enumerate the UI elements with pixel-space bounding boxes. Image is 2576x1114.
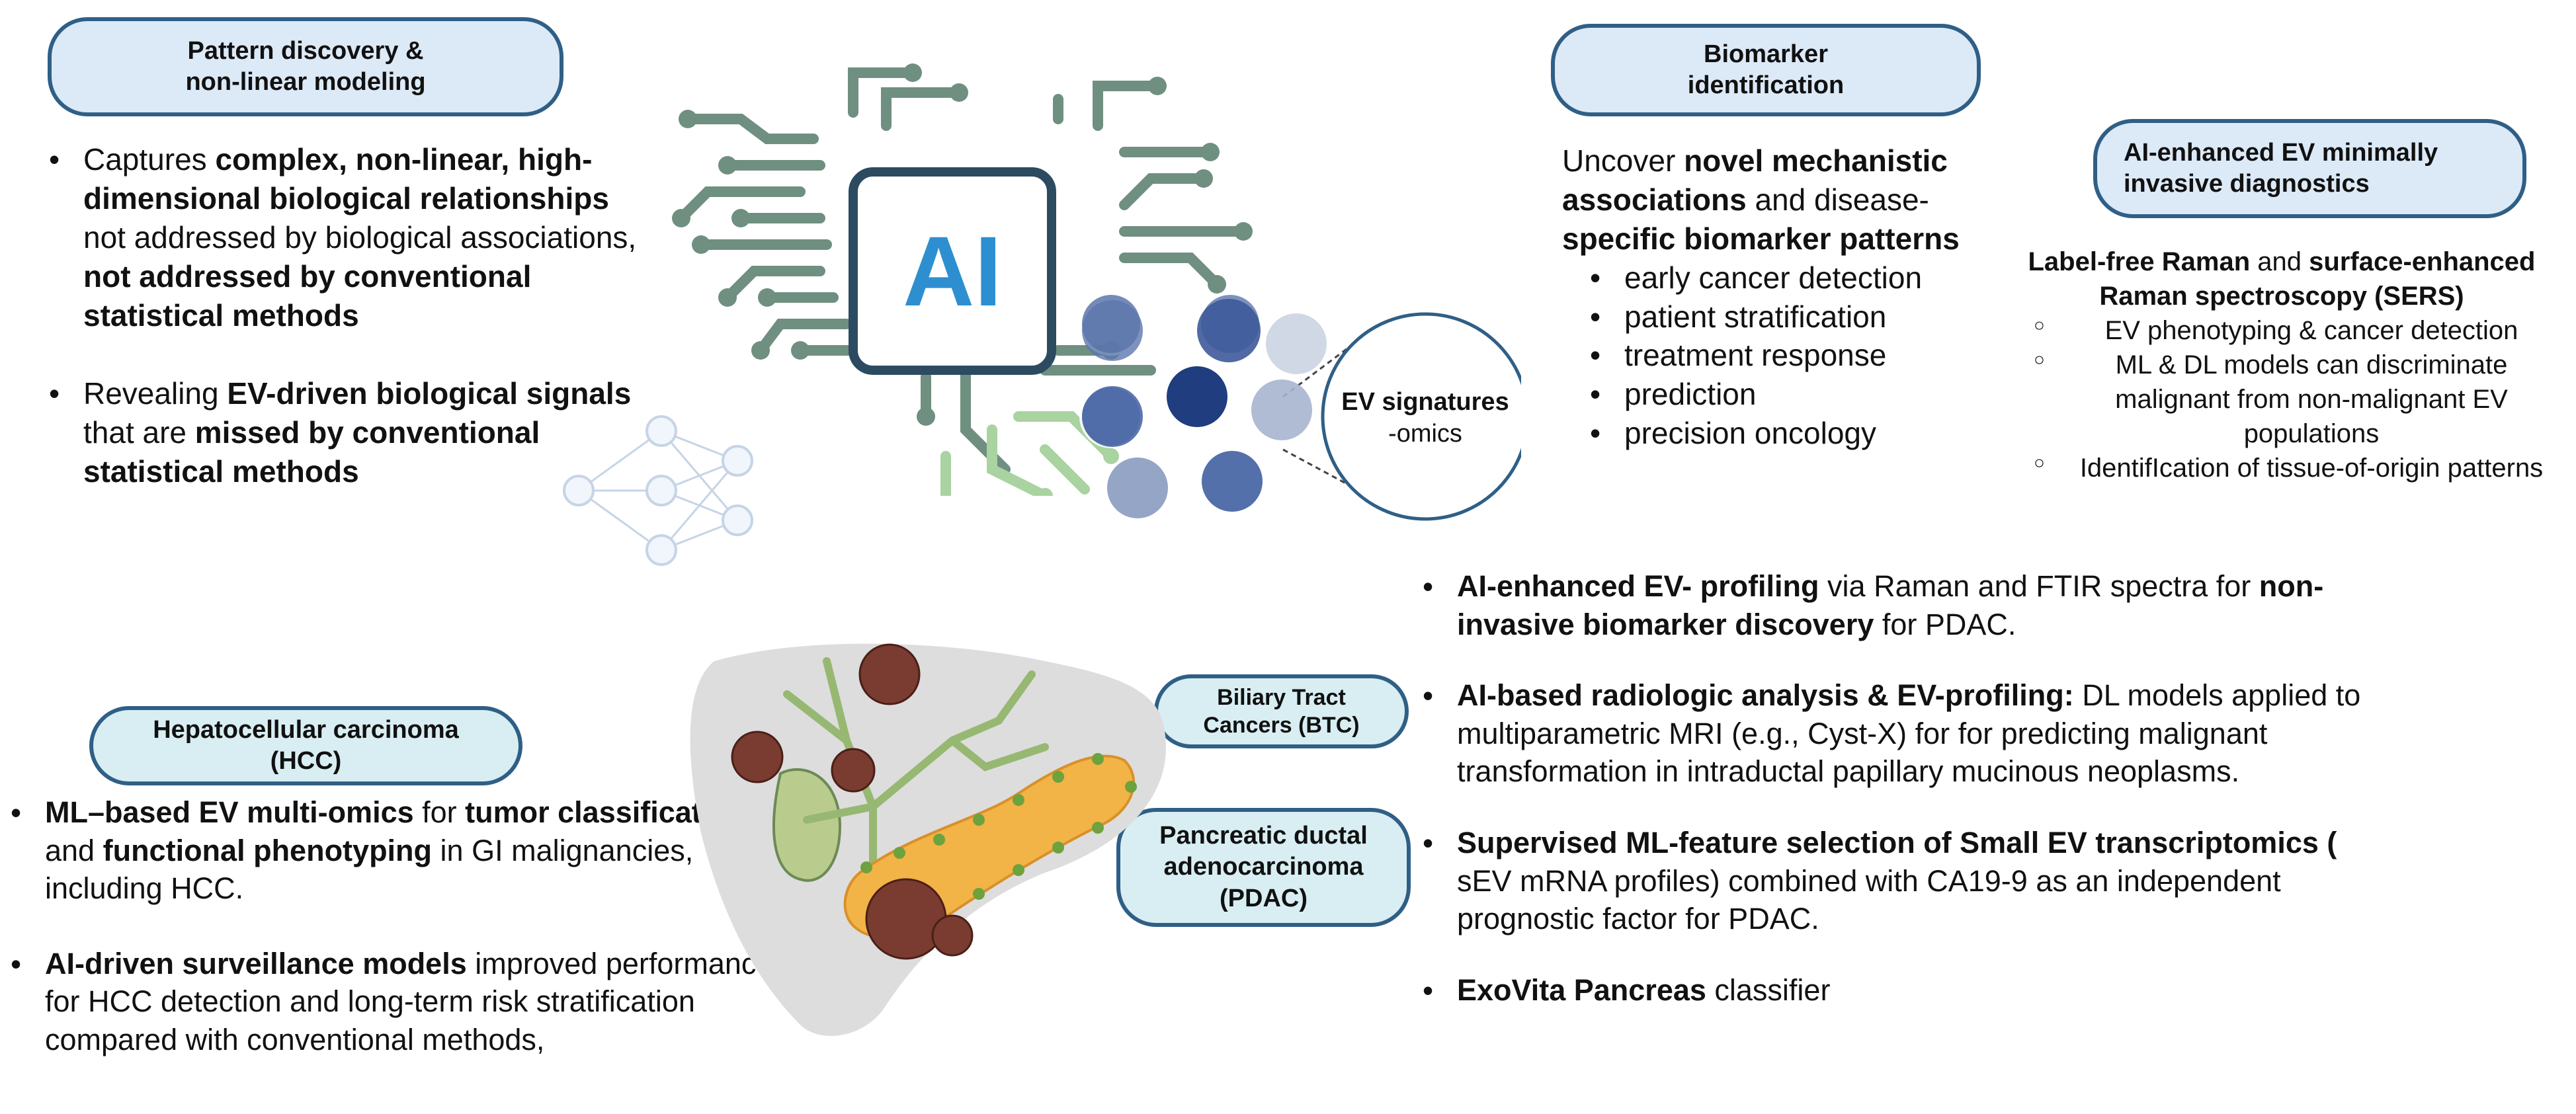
biomarker-description: Uncover novel mechanistic associations a… [1562, 141, 2012, 453]
ev-spheres: EV signatures -omics [1082, 299, 1521, 521]
ev-signatures-circle [1321, 312, 1521, 521]
text: improved performance for HCC detection a… [45, 946, 773, 1056]
text: Revealing [83, 376, 228, 411]
text: for PDAC. [1874, 607, 2016, 641]
bold-text: not addressed by conventional statistica… [83, 259, 532, 333]
text: that are [83, 415, 195, 450]
bold-text: ML–based EV multi-omics [45, 795, 414, 829]
hcc-list: ML–based EV multi-omics for tumor classi… [7, 793, 787, 1059]
text: and [45, 833, 103, 867]
raman-list-item: EV phenotyping & cancer detection [2034, 313, 2556, 348]
tumor-2 [731, 731, 784, 783]
text: and disease- [1746, 182, 1929, 217]
tumor-4 [865, 878, 947, 960]
biomarker-list-item: patient stratification [1586, 298, 2012, 337]
bold-text: surface-enhanced Raman spectroscopy (SER… [2099, 247, 2536, 311]
pattern-list-item: Revealing EV-driven biological signals t… [45, 374, 640, 491]
raman-list-item: IdentifIcation of tissue-of-origin patte… [2034, 451, 2556, 485]
biomarker-list-item: early cancer detection [1586, 259, 2012, 298]
ev-signatures-title: EV signatures [1341, 388, 1509, 416]
pdac-list-item: Supervised ML-feature selection of Small… [1419, 824, 2371, 938]
pdac-list-item: AI-enhanced EV- profiling via Raman and … [1419, 567, 2371, 643]
pattern-list-item: Captures complex, non-linear, high-dimen… [45, 140, 640, 335]
liver-pancreas-illustration [690, 643, 1167, 1036]
raman-list-item: ML & DL models can discriminate malignan… [2034, 348, 2556, 451]
biomarker-list-item: prediction [1586, 375, 2012, 414]
text: not addressed by biological associations… [83, 219, 637, 255]
bold-text: missed by conventional statistical metho… [83, 415, 540, 489]
bold-text: novel mechanistic associations [1562, 143, 1948, 217]
bold-text: AI-based radiologic analysis & EV-profil… [1457, 678, 2074, 713]
text: in GI malignancies, including HCC. [45, 833, 694, 906]
text: for [413, 795, 466, 829]
bold-text: Label-free Raman [2028, 247, 2251, 276]
ai-chip [849, 167, 1056, 375]
bold-text: complex, non-linear, high-dimensional bi… [83, 142, 609, 216]
pdac-list-item: ExoVita Pancreas classifier [1419, 971, 2371, 1010]
text: classifier [1706, 973, 1831, 1007]
text: via Raman and FTIR spectra for [1819, 569, 2259, 603]
ai-chip-label: AI [903, 216, 1002, 327]
tumor-1 [858, 643, 921, 705]
neural-network-icon [563, 415, 753, 566]
hcc-list-item: ML–based EV multi-omics for tumor classi… [7, 793, 787, 908]
hcc-list-item: AI-driven surveillance models improved p… [7, 945, 787, 1059]
tumor-5 [931, 914, 974, 957]
text: sEV mRNA profiles) combined with CA19-9 … [1457, 863, 2281, 936]
ev-signatures-sub: -omics [1388, 420, 1462, 448]
bold-text: ExoVita Pancreas [1457, 973, 1706, 1007]
tumor-3 [831, 748, 876, 793]
text: Captures [83, 142, 216, 177]
text: and [2250, 247, 2309, 276]
bold-text: AI-enhanced EV- profiling [1457, 569, 1819, 603]
raman-description: Label-free Raman and surface-enhanced Ra… [1994, 245, 2569, 485]
gallbladder [772, 768, 842, 882]
biomarker-list-item: treatment response [1586, 336, 2012, 375]
pdac-list: AI-enhanced EV- profiling via Raman and … [1419, 567, 2371, 1010]
pattern-discovery-list: Captures complex, non-linear, high-dimen… [45, 140, 640, 491]
hcc-pill: Hepatocellular carcinoma(HCC) [89, 706, 522, 785]
text: DL models applied to multiparametric MRI… [1457, 678, 2361, 789]
bold-text: Supervised ML-feature selection of Small… [1457, 825, 2337, 859]
bold-text: AI-driven surveillance models [45, 946, 467, 980]
bold-text: EV-driven biological signals [227, 376, 632, 411]
biomarker-list-item: precision oncology [1586, 414, 2012, 453]
bold-text: non-invasive biomarker discovery [1457, 569, 2324, 641]
bold-text: specific biomarker patterns [1562, 221, 1960, 256]
pattern-discovery-pill: Pattern discovery &non-linear modeling [48, 17, 563, 116]
text: Uncover [1562, 143, 1684, 178]
bold-text: functional phenotyping [103, 833, 433, 867]
pdac-list-item: AI-based radiologic analysis & EV-profil… [1419, 676, 2371, 791]
